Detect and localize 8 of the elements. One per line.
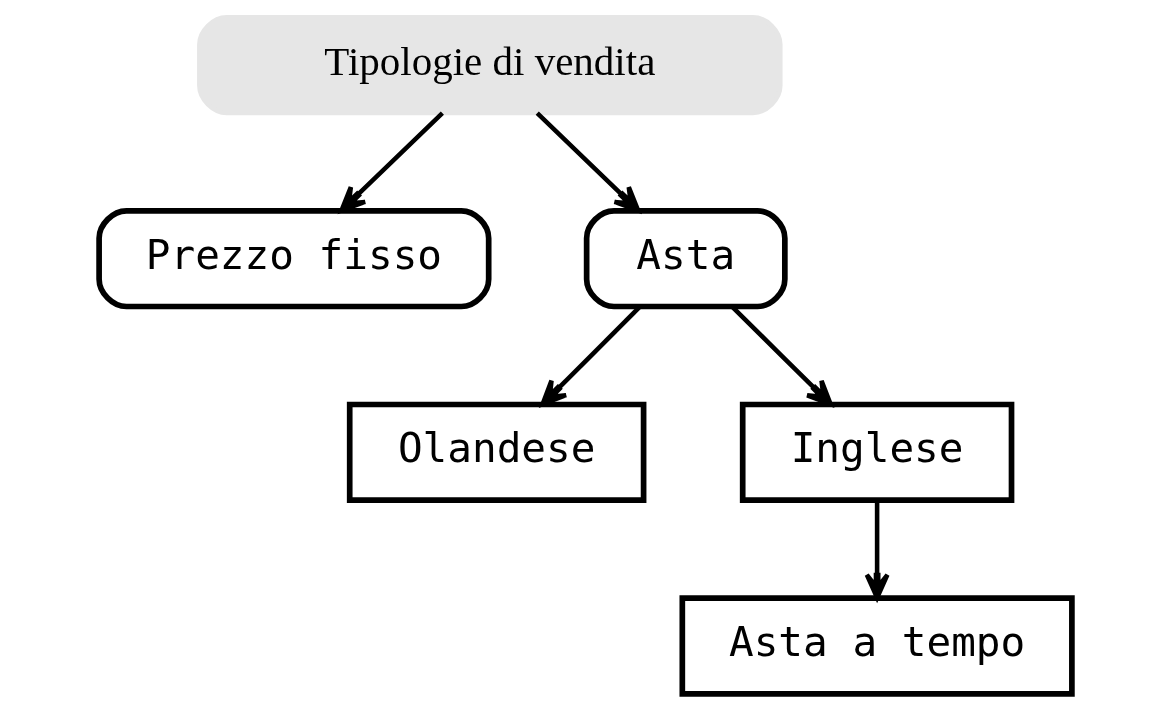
node-box: Tipologie di vendita (197, 14, 783, 116)
arrow (339, 111, 444, 213)
node-box: Prezzo fisso (96, 208, 492, 310)
node-box: Asta a tempo (679, 595, 1075, 697)
node-box: Inglese (739, 401, 1015, 503)
node-box: Olandese (346, 401, 647, 503)
node-box: Asta (583, 208, 788, 310)
arrow (535, 111, 641, 213)
